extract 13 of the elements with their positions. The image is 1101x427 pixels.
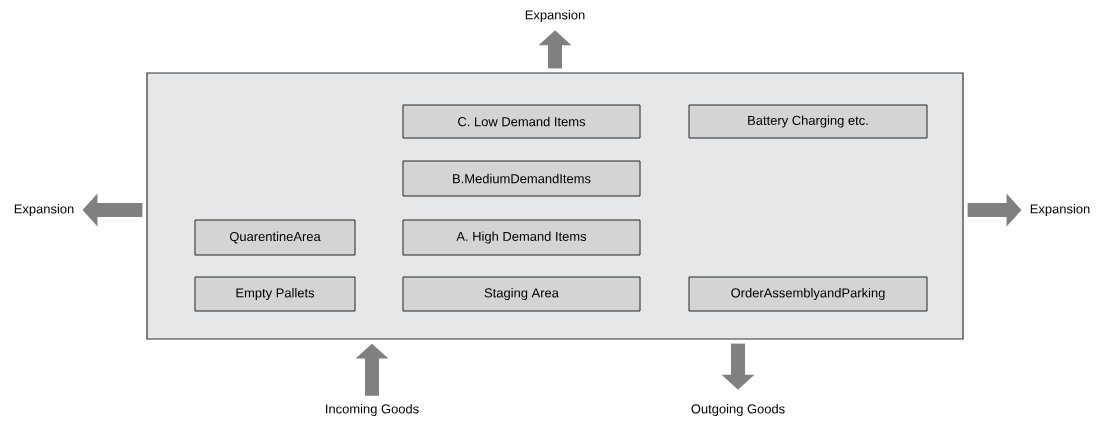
- text-label: Expansion: [525, 9, 585, 23]
- area-box: QuarentineArea: [194, 219, 356, 256]
- text-label: Expansion: [14, 203, 74, 217]
- area-box: OrderAssemblyandParking: [688, 276, 928, 312]
- area-box: C. Low Demand Items: [402, 104, 641, 139]
- area-box: B.MediumDemandItems: [402, 160, 641, 197]
- text-label: Incoming Goods: [326, 403, 419, 417]
- text-label: Outgoing Goods: [691, 403, 785, 417]
- text-label: Expansion: [1030, 203, 1090, 217]
- area-box: Staging Area: [402, 276, 641, 312]
- area-box: Empty Pallets: [194, 276, 356, 312]
- area-box: Battery Charging etc.: [688, 104, 928, 139]
- area-box: A. High Demand Items: [402, 219, 641, 256]
